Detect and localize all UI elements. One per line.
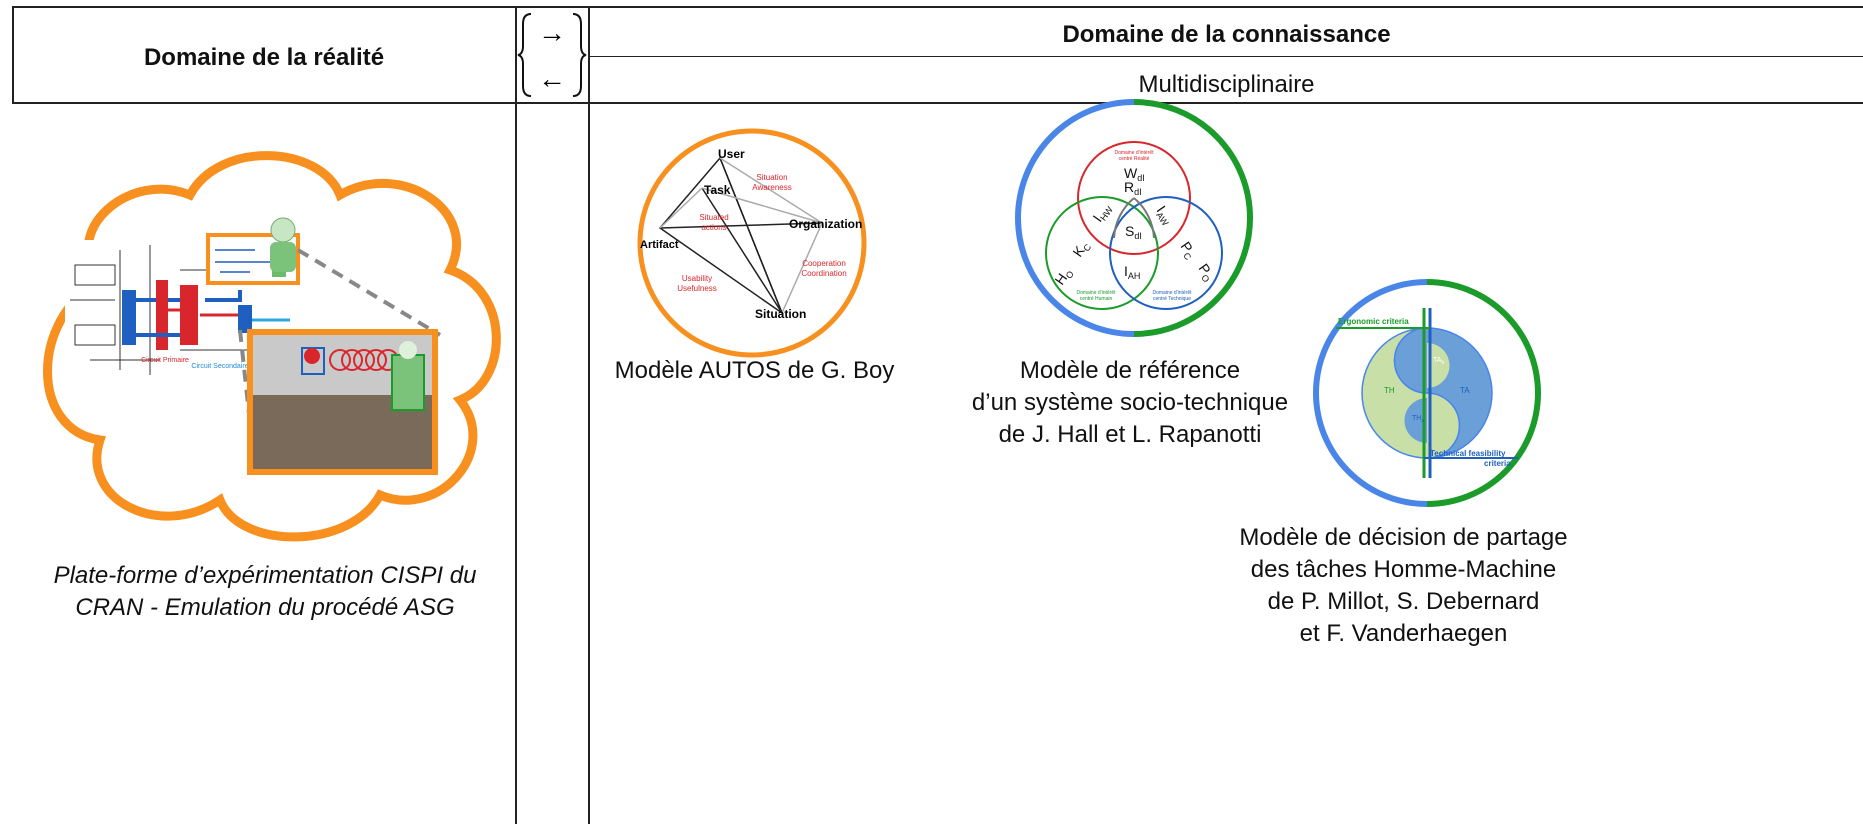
hall-reference-model-diagram: Domaine d'intérêt centré Réalité Domaine… xyxy=(1015,99,1253,337)
knowledge-domain-title: Domaine de la connaissance xyxy=(1062,21,1391,48)
svg-text:Coordination: Coordination xyxy=(801,269,846,278)
arrow-left-icon: ← xyxy=(538,63,566,94)
svg-text:Domaine d'intérêt: Domaine d'intérêt xyxy=(1114,150,1154,156)
autos-artifact-node: Artifact xyxy=(640,239,679,251)
header-row-divider xyxy=(12,102,1863,104)
svg-text:TA: TA xyxy=(1460,386,1470,395)
reality-domain-title: Domaine de la réalité xyxy=(143,44,385,71)
right-subheader-divider xyxy=(588,56,1863,57)
task-sharing-decision-diagram: Ergonomic criteria Technical feasibility… xyxy=(1313,279,1541,507)
svg-text:Usability: Usability xyxy=(682,274,712,283)
svg-text:SdI: SdI xyxy=(1125,223,1142,241)
autos-task-node: Task xyxy=(704,183,731,197)
reality-domain-circle xyxy=(1077,141,1191,255)
autos-model-caption: Modèle AUTOS de G. Boy xyxy=(614,357,895,384)
autos-organization-node: Organization xyxy=(789,217,862,231)
table-left-border xyxy=(12,6,14,104)
svg-text:WdI: WdI xyxy=(1124,165,1145,183)
autos-model-diagram: User Task Artifact Organization Situatio… xyxy=(637,128,867,358)
svg-text:Cooperation: Cooperation xyxy=(802,259,846,268)
svg-text:Domaine d'intérêt: Domaine d'intérêt xyxy=(1152,290,1192,296)
outer-ring-green xyxy=(1426,279,1541,507)
svg-text:Domaine d'intérêt: Domaine d'intérêt xyxy=(1076,290,1116,296)
circuit-secondaire-label: Circuit Secondaire xyxy=(191,363,248,370)
cispi-platform-illustration: Circuit Primaire Circuit Secondaire xyxy=(43,151,501,542)
svg-text:centré Humain: centré Humain xyxy=(1080,296,1113,302)
svg-text:IAH: IAH xyxy=(1124,263,1140,281)
svg-text:IAW: IAW xyxy=(1152,203,1177,229)
column-divider-2 xyxy=(588,6,590,824)
operator-avatar xyxy=(270,217,296,243)
outer-ring-blue xyxy=(1015,99,1135,337)
outer-ring-blue xyxy=(1313,279,1428,507)
svg-text:PC: PC xyxy=(1176,239,1200,263)
technical-domain-circle xyxy=(1109,196,1223,310)
cispi-platform-caption: Plate-forme d’expérimentation CISPI du C… xyxy=(53,562,477,621)
arrow-right-icon: → xyxy=(538,17,566,48)
autos-situation-node: Situation xyxy=(755,307,806,321)
column-divider-1 xyxy=(515,6,517,824)
svg-text:TH: TH xyxy=(1384,386,1395,395)
bidirectional-arrows-icon: → ← xyxy=(517,13,587,97)
svg-text:Awareness: Awareness xyxy=(752,183,791,192)
circuit-primaire-label: Circuit Primaire xyxy=(141,357,189,364)
multidisciplinary-label: Multidisciplinaire xyxy=(1138,71,1315,98)
svg-text:actions: actions xyxy=(701,223,726,232)
svg-text:IHW: IHW xyxy=(1089,200,1115,226)
svg-text:centré Technique: centré Technique xyxy=(1153,296,1191,302)
outer-ring-green xyxy=(1133,99,1253,337)
millot-model-caption: Modèle de décision de partage des tâches… xyxy=(1239,524,1568,647)
svg-text:criteria: criteria xyxy=(1484,459,1511,468)
human-domain-circle xyxy=(1045,196,1159,310)
svg-text:TAh: TAh xyxy=(1433,357,1444,366)
svg-text:Situated: Situated xyxy=(699,213,728,222)
table-top-border xyxy=(12,6,1863,8)
svg-text:Usefulness: Usefulness xyxy=(677,284,717,293)
svg-text:RdI: RdI xyxy=(1124,179,1142,197)
technical-feasibility-label: Technical feasibility xyxy=(1430,449,1506,458)
svg-text:THa: THa xyxy=(1412,415,1424,424)
ergonomic-criteria-label: Ergonomic criteria xyxy=(1338,317,1409,326)
autos-user-node: User xyxy=(718,147,745,161)
svg-text:Situation: Situation xyxy=(756,173,787,182)
svg-text:centré Réalité: centré Réalité xyxy=(1119,156,1150,162)
svg-text:KC: KC xyxy=(1069,237,1093,261)
hall-model-caption: Modèle de référence d’un système socio-t… xyxy=(971,357,1289,448)
